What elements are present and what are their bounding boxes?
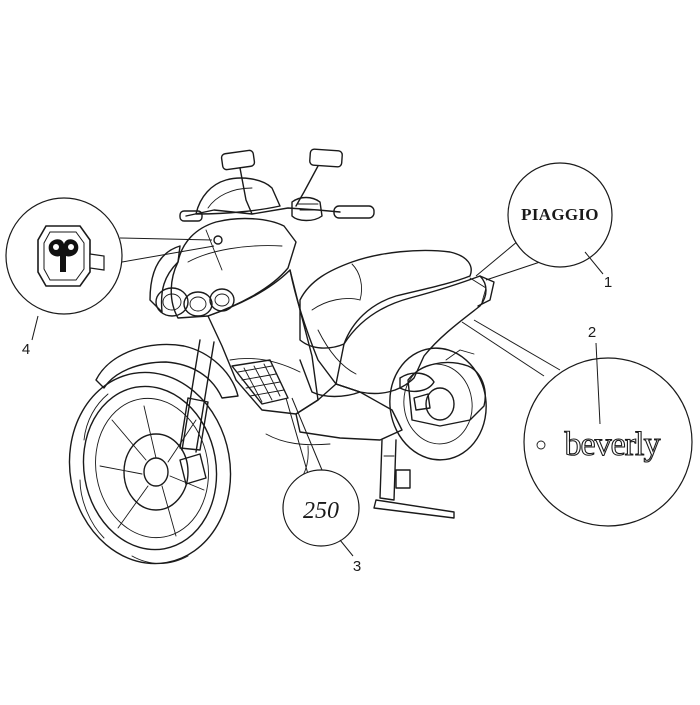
left-grip	[179, 210, 203, 222]
front-fender	[95, 343, 239, 399]
right-mirror	[295, 148, 343, 207]
right-grip	[333, 205, 375, 219]
side-grille	[231, 359, 289, 405]
front-wheel	[68, 371, 232, 565]
callout-2-beverly: beverly 2	[523, 324, 693, 527]
footboard	[295, 383, 403, 441]
callout-number-4: 4	[22, 341, 30, 358]
headlight-left	[155, 287, 189, 317]
centre-stand	[373, 439, 455, 519]
beverly-logo-mark-icon	[536, 440, 546, 450]
callout-number-1: 1	[604, 274, 612, 291]
callout-1-piaggio: PIAGGIO 1	[507, 162, 613, 291]
leader-lines	[119, 235, 561, 475]
beverly-logo: beverly	[565, 426, 661, 463]
left-mirror	[220, 149, 256, 215]
brake-disc	[123, 433, 189, 511]
badge-250: 250	[303, 498, 339, 524]
callout-4-emblem: 4	[5, 197, 123, 358]
callout-3-250: 250 3	[282, 469, 361, 575]
scooter-illustration	[68, 148, 495, 565]
windscreen	[195, 177, 281, 215]
front-hub	[143, 457, 169, 487]
emblem-spot	[213, 235, 223, 245]
leg-shield	[207, 269, 319, 415]
rear-body	[335, 275, 487, 395]
brake-caliper	[179, 453, 207, 485]
callout-number-3: 3	[353, 558, 361, 575]
piaggio-emblem-icon	[37, 225, 105, 287]
front-shield	[170, 217, 297, 319]
headlight-center	[183, 291, 213, 317]
callout-number-2: 2	[588, 324, 596, 341]
rear-wheel	[389, 347, 487, 461]
piaggio-wordmark: PIAGGIO	[521, 205, 599, 224]
engine-cover	[407, 361, 486, 427]
tail-light	[477, 275, 495, 307]
